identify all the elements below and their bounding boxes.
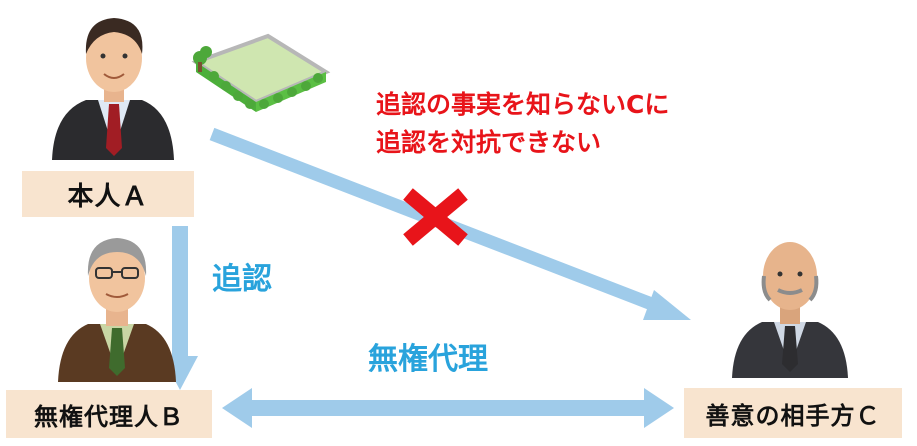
note-line-2: 追認を対抗できない: [376, 128, 602, 157]
node-counterparty-label: 善意の相手方Ｃ: [684, 388, 902, 438]
note-line-1: 追認の事実を知らないCに: [376, 90, 670, 119]
counterparty-label-text: 善意の相手方Ｃ: [705, 401, 881, 430]
note-block: 追認の事実を知らないCに 追認を対抗できない: [376, 86, 669, 162]
unauthorized-agency-label: 無権代理: [368, 342, 488, 377]
agent-label-text: 無権代理人Ｂ: [34, 402, 184, 431]
node-principal-label: 本人Ａ: [22, 171, 194, 217]
principal-label-text: 本人Ａ: [67, 181, 149, 212]
node-agent-label: 無権代理人Ｂ: [6, 390, 212, 438]
arrow-unauthorized-agency: [222, 388, 674, 428]
ratification-label: 追認: [212, 262, 272, 297]
